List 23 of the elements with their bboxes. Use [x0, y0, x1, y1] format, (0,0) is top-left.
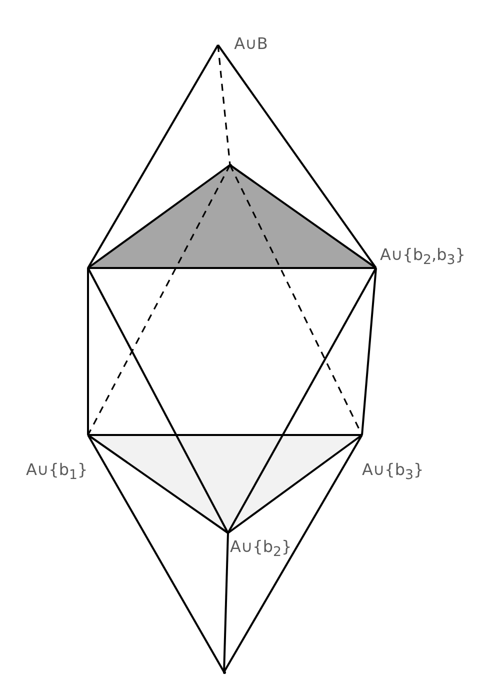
vertex-label: A∪{b$_{2}$,b$_{3}$}	[376, 234, 476, 268]
edge-line	[361, 268, 377, 436]
edge-line	[227, 268, 377, 534]
edge-line	[223, 434, 363, 672]
vertex-label: A∪{b$_{1}$}	[26, 435, 90, 483]
edge-line	[217, 44, 377, 269]
edge-line	[227, 434, 363, 534]
edge-line	[88, 434, 362, 436]
edge-line	[87, 164, 231, 269]
edge-line	[223, 532, 229, 672]
edge-line	[87, 268, 229, 534]
edge-line	[87, 434, 225, 672]
vertex-label: A∪{b$_{2}$}	[228, 533, 292, 565]
edge-line	[87, 434, 229, 534]
edge-line	[229, 164, 377, 269]
edge-line	[88, 267, 376, 269]
edge-line	[87, 44, 219, 268]
vertex-label: A∪{b$_{3}$}	[358, 435, 428, 483]
dashed-line	[87, 164, 231, 436]
vertex-label: A∪B	[218, 34, 278, 58]
edge-line	[87, 268, 89, 435]
dashed-line	[217, 44, 231, 166]
vertex-point	[222, 670, 226, 674]
